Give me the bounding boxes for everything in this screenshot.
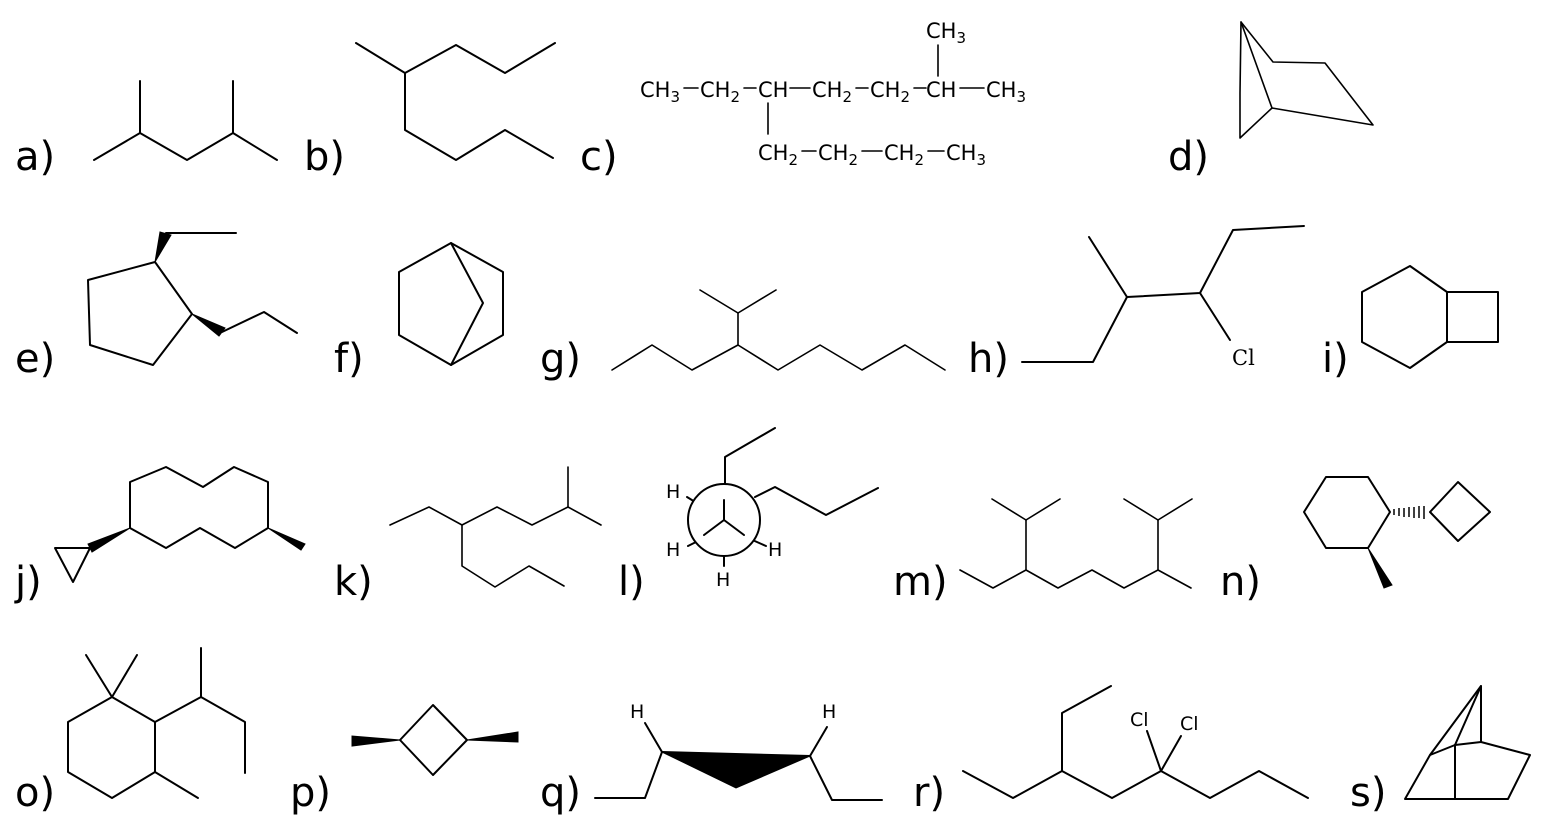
label-s: s) xyxy=(1350,770,1386,816)
q-h-right: H xyxy=(822,701,836,723)
structure-i xyxy=(1361,265,1499,369)
structure-l: H H H H xyxy=(666,427,879,591)
label-g: g) xyxy=(540,336,581,382)
structure-q: H H xyxy=(594,701,883,801)
r-cl-2: Cl xyxy=(1180,713,1199,735)
structure-n xyxy=(1303,476,1491,589)
label-a: a) xyxy=(15,134,55,180)
c-ch2-3: CH2 xyxy=(870,78,910,106)
label-r: r) xyxy=(913,770,945,816)
c-ch3-b: CH3 xyxy=(946,141,986,169)
l-h-upper-left: H xyxy=(666,481,680,503)
label-e: e) xyxy=(15,336,55,382)
q-h-left: H xyxy=(630,701,644,723)
c-ch2-b1: CH2 xyxy=(758,141,798,169)
label-c: c) xyxy=(580,134,618,180)
c-ch3-right: CH3 xyxy=(986,78,1026,106)
label-p: p) xyxy=(290,770,331,816)
r-cl-1: Cl xyxy=(1130,709,1149,731)
h-cl: Cl xyxy=(1232,346,1255,370)
c-ch2-b3: CH2 xyxy=(884,141,924,169)
label-d: d) xyxy=(1168,134,1209,180)
label-o: o) xyxy=(15,770,55,816)
label-l: l) xyxy=(618,559,645,605)
label-b: b) xyxy=(304,134,345,180)
structure-o xyxy=(67,647,246,799)
c-ch2-b2: CH2 xyxy=(818,141,858,169)
label-h: h) xyxy=(968,336,1009,382)
c-ch-2: CH xyxy=(926,78,956,102)
c-ch2-1: CH2 xyxy=(700,78,740,106)
label-n: n) xyxy=(1220,559,1261,605)
structure-r: Cl Cl xyxy=(962,685,1309,799)
structure-d xyxy=(1239,21,1374,139)
structure-f xyxy=(398,242,504,366)
structure-e xyxy=(87,231,298,366)
c-ch3-left: CH3 xyxy=(640,78,680,106)
structure-m xyxy=(959,498,1193,589)
structure-j xyxy=(54,466,306,583)
c-ch3-top: CH3 xyxy=(926,19,966,47)
c-ch-1: CH xyxy=(758,78,788,102)
c-ch2-2: CH2 xyxy=(812,78,852,106)
label-f: f) xyxy=(334,336,364,382)
label-j: j) xyxy=(14,559,42,605)
label-q: q) xyxy=(540,770,581,816)
structure-p xyxy=(351,704,519,776)
structure-c: CH3 CH3 CH2 CH CH2 CH2 CH CH3 CH2 CH2 CH… xyxy=(640,19,1026,169)
structure-g xyxy=(611,289,946,371)
l-h-lower-left: H xyxy=(666,539,680,561)
structure-k xyxy=(389,466,602,588)
label-m: m) xyxy=(893,559,948,605)
structure-b xyxy=(355,42,556,161)
structure-s xyxy=(1404,685,1531,800)
label-k: k) xyxy=(334,559,373,605)
l-h-bottom: H xyxy=(716,569,730,591)
l-h-lower-right: H xyxy=(768,539,782,561)
structure-h: Cl xyxy=(1021,225,1305,370)
structure-a xyxy=(93,80,278,161)
label-i: i) xyxy=(1322,336,1349,382)
